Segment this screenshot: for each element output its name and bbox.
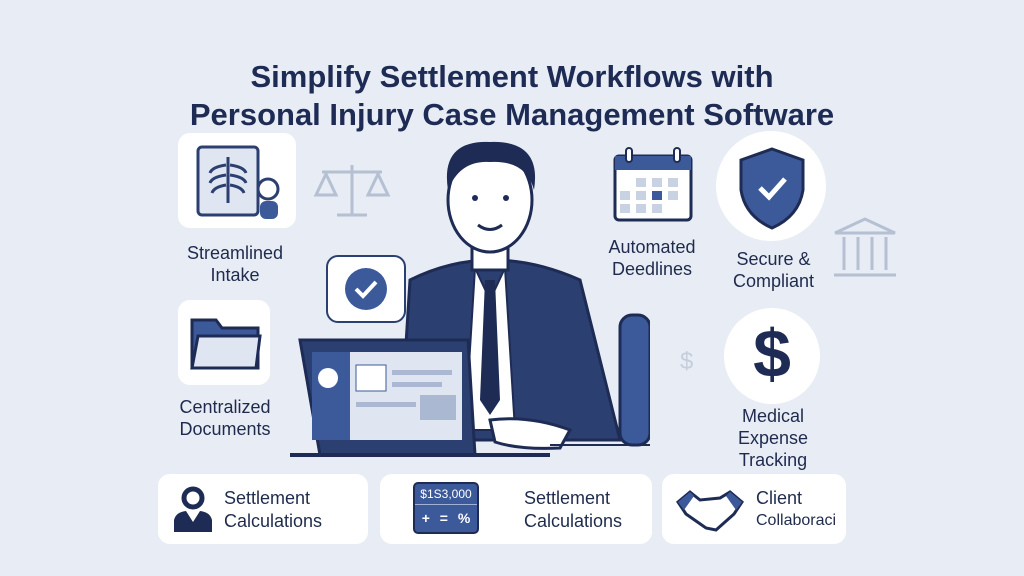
dollar-decoration: $ xyxy=(680,348,694,375)
intake-label: Streamlined Intake xyxy=(186,243,284,285)
scales-icon xyxy=(313,165,391,217)
bottom-2-line-2: Calculations xyxy=(524,511,623,531)
bottom-2-line-1: Settlement xyxy=(524,488,611,508)
secure-label: Secure & Compliant xyxy=(732,249,815,291)
handshake-icon xyxy=(676,490,744,532)
calculator-keys: + = % xyxy=(421,510,471,526)
dollar-icon: $ xyxy=(753,316,791,392)
shield-check-icon xyxy=(739,147,805,230)
bottom-1-line-1: Settlement xyxy=(224,488,311,508)
documents-label: Centralized Documents xyxy=(179,397,271,439)
medical-label: Medical Expense Tracking xyxy=(737,406,809,470)
person-pin-icon xyxy=(174,486,212,532)
bottom-3-line-1: Client xyxy=(756,488,803,508)
bottom-3-line-2: Collaboraci xyxy=(756,512,837,529)
headline-line-2: Personal Injury Case Management Software xyxy=(189,97,835,132)
folder-icon xyxy=(190,318,262,370)
lawyer-illustration xyxy=(290,141,650,457)
calculator-amount: $1S3,000 xyxy=(415,484,477,505)
headline-line-1: Simplify Settlement Workflows with xyxy=(250,59,774,94)
deadlines-label: Automated Deedlines xyxy=(608,237,696,279)
calculator-icon: $1S3,000 + = % xyxy=(413,482,479,534)
xray-icon xyxy=(196,145,280,219)
dollar-icon-circle xyxy=(724,308,820,404)
calendar-icon xyxy=(613,147,693,222)
courthouse-icon xyxy=(834,217,896,277)
check-circle-icon xyxy=(345,268,387,310)
bottom-1-line-2: Calculations xyxy=(224,511,323,531)
